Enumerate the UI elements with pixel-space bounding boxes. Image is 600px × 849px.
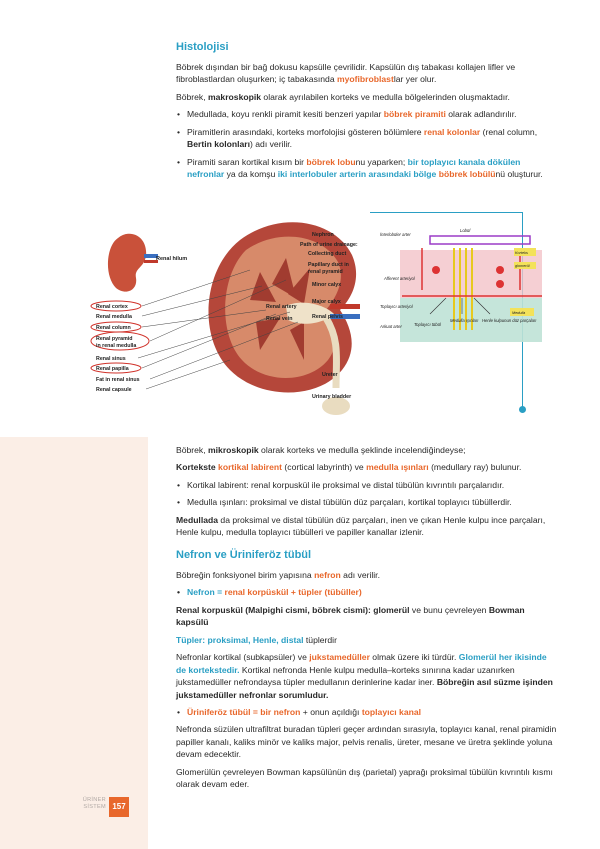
paragraph: Kortekste kortikal labirent (cortical la… [176,462,522,473]
sketch-afferent: Afferent arteriyol [383,276,416,281]
label-renal-medulla: Renal medulla [96,314,132,320]
sketch-medulla-box: Medulla [512,311,525,315]
label-renal-artery: Renal artery [266,304,297,310]
list-item: Medulla ışınları: proksimal ve distal tü… [176,496,558,509]
label-fat-renal-sinus: Fat in renal sinus [96,377,140,383]
label-renal-pyramid-2: in renal medulla [96,343,136,349]
hilum-label: Renal hilum [156,256,187,262]
paragraph: Böbrek dışından bir bağ dokusu kapsülle … [176,61,516,85]
label-renal-papilla: Renal papilla [96,366,129,372]
label-renal-pelvis: Renal pelvis [312,314,343,320]
side-band [0,437,148,849]
bullet-list: Kortikal labirent: renal korpuskül ile p… [176,479,558,509]
list-item: Nefron = renal korpüskül + tüpler (tübül… [176,586,558,599]
label-renal-sinus: Renal sinus [96,356,126,362]
bullet-list: Medullada, koyu renkli piramit kesiti be… [176,108,558,180]
sketch-labels: İnterlobüler arter Lobül Korteks glomerü… [379,228,536,329]
label-renal-cortex: Renal cortex [96,304,128,310]
chapter-label: ÜRİNER SİSTEM [82,797,106,811]
label-path: Path of urine drainage: [300,242,358,248]
label-papillary-duct: Papillary duct in [308,262,349,268]
paragraph: Böbrek, makroskopik olarak ayrılabilen k… [176,91,510,102]
label-ureter: Ureter [322,372,338,378]
kidney-figure: Renal hilum Renal cortex Renal medulla R… [90,222,542,415]
sketch-glomerul: glomerül [515,264,530,268]
nefron-section: Nefron ve Üriniferöz tübül Böbreğin fonk… [176,548,558,796]
left-labels: Renal cortex Renal medulla Renal column … [90,300,150,393]
sketch-henle: Henle kulpunun düz parçaları [482,318,536,323]
label-major-calyx: Major calyx [312,299,341,305]
paragraph: Glomerülün çevreleyen Bowman kapsülünün … [176,766,553,790]
page-number: 157 [109,797,129,817]
kidney-cross-section [208,222,360,415]
right-labels: Nephron Path of urine drainage: Collecti… [266,232,358,400]
paragraph: Medullada da proksimal ve distal tübülün… [176,514,546,538]
label-papillary-duct-2: renal pyramid [308,269,343,275]
list-item: Piramitlerin arasındaki, korteks morfolo… [176,126,558,151]
paragraph: Nefronlar kortikal (subkapsüler) ve juks… [176,652,553,700]
label-collecting-duct: Collecting duct [308,251,346,257]
sketch-interlobular: İnterlobüler arter [380,232,411,237]
mikroskopik-section: Böbrek, mikroskopik olarak korteks ve me… [176,444,558,544]
sketch-lobul: Lobül [460,228,471,233]
sketch-korteks: Korteks [515,251,528,255]
list-item: Piramiti saran kortikal kısım bir böbrek… [176,156,558,181]
figure-frame-top [370,212,522,213]
list-item: Medullada, koyu renkli piramit kesiti be… [176,108,558,121]
paragraph: Renal korpuskül (Malpighi cismi, böbrek … [176,604,525,628]
label-urinary-bladder: Urinary bladder [312,394,351,400]
sketch-toplayici-label: Toplayıcı arteriyol [380,304,414,309]
bullet-list: Nefron = renal korpüskül + tüpler (tübül… [176,586,558,599]
label-minor-calyx: Minor calyx [312,282,341,288]
paragraph: Böbreğin fonksiyonel birim yapısına nefr… [176,569,380,580]
nephron-sketch [400,235,542,342]
list-item: Kortikal labirent: renal korpuskül ile p… [176,479,558,492]
sketch-arkuat: Arkuat arter [379,324,402,329]
label-renal-pyramid: Renal pyramid [96,336,133,342]
list-item: Üriniferöz tübül = bir nefron + onun açı… [176,706,558,719]
leader-lines [137,269,299,390]
paragraph: Böbrek, mikroskopik olarak korteks ve me… [176,445,466,455]
small-kidney-icon [107,233,158,292]
section-heading: Nefron ve Üriniferöz tübül [176,549,312,561]
figure-frame-dot [519,406,526,413]
label-renal-column: Renal column [96,325,131,331]
sketch-medulla: Medulla ışınları [450,318,478,323]
bullet-list: Üriniferöz tübül = bir nefron + onun açı… [176,706,558,719]
paragraph: Tüpler: proksimal, Henle, distal tüplerd… [176,634,337,645]
label-renal-capsule: Renal capsule [96,387,132,393]
label-nephron: Nephron [312,232,334,238]
paragraph: Nefronda süzülen ultrafiltrat buradan tü… [176,724,557,760]
label-renal-vein: Renal vein [266,316,293,322]
sketch-toplayici: Toplayıcı tübül [414,322,442,327]
section-heading: Histolojisi [176,41,229,53]
histoloji-section: Histolojisi Böbrek dışından bir bağ doku… [176,40,558,186]
